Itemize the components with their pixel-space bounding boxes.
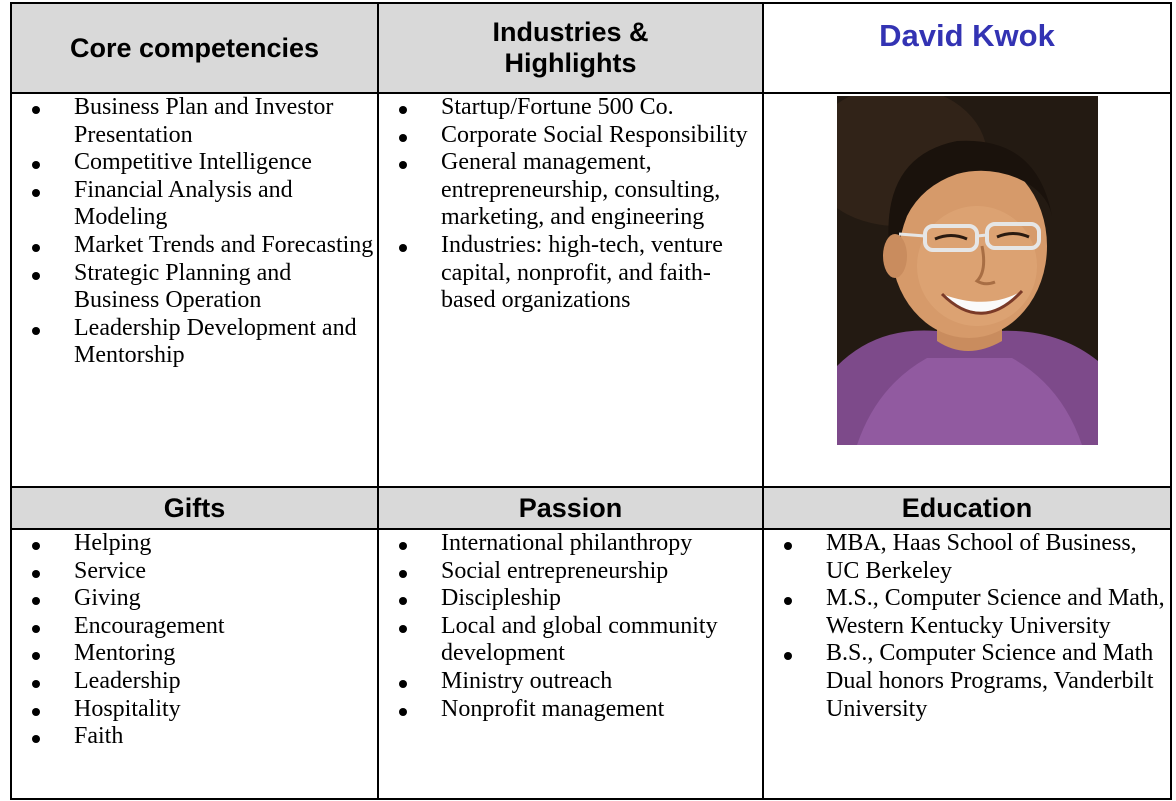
name-cell: David Kwok: [762, 2, 1172, 94]
gift-item: Leadership: [18, 668, 377, 696]
industries-highlights-cell: Startup/Fortune 500 Co.Corporate Social …: [377, 92, 764, 488]
industry-highlight-item: Industries: high-tech, venture capital, …: [385, 232, 762, 315]
gift-item: Mentoring: [18, 640, 377, 668]
passion-item: International philanthropy: [385, 530, 762, 558]
passion-item: Ministry outreach: [385, 668, 762, 696]
education-list: MBA, Haas School of Business, UC Berkele…: [764, 530, 1170, 723]
gift-item: Encouragement: [18, 613, 377, 641]
gift-item: Faith: [18, 723, 377, 751]
passion-item: Social entrepreneurship: [385, 558, 762, 586]
photo-cell: [762, 93, 1172, 488]
passion-item: Discipleship: [385, 585, 762, 613]
education-item: MBA, Haas School of Business, UC Berkele…: [770, 530, 1170, 585]
education-header: Education: [762, 486, 1172, 530]
industries-highlights-header-text: Industries & Highlights: [492, 17, 649, 78]
passion-header: Passion: [377, 486, 764, 530]
portrait-photo: [836, 96, 1098, 445]
core-competency-item: Financial Analysis and Modeling: [18, 177, 377, 232]
education-cell: MBA, Haas School of Business, UC Berkele…: [762, 528, 1172, 800]
gifts-header: Gifts: [10, 486, 379, 530]
education-item: B.S., Computer Science and Math Dual hon…: [770, 640, 1170, 723]
core-competency-item: Competitive Intelligence: [18, 149, 377, 177]
gift-item: Helping: [18, 530, 377, 558]
core-competency-item: Business Plan and Investor Presentation: [18, 94, 377, 149]
core-competencies-header: Core competencies: [10, 2, 379, 94]
industries-highlights-header: Industries & Highlights: [377, 2, 764, 94]
core-competency-item: Market Trends and Forecasting: [18, 232, 377, 260]
gift-item: Giving: [18, 585, 377, 613]
industries-highlights-list: Startup/Fortune 500 Co.Corporate Social …: [379, 94, 762, 315]
core-competency-item: Leadership Development and Mentorship: [18, 315, 377, 370]
education-item: M.S., Computer Science and Math, Western…: [770, 585, 1170, 640]
resume-table: Core competencies Industries & Highlight…: [10, 2, 1172, 800]
header-row-2: Gifts Passion Education: [10, 486, 1172, 530]
person-name: David Kwok: [879, 18, 1055, 53]
industry-highlight-item: General management, entrepreneurship, co…: [385, 149, 762, 232]
core-competency-item: Strategic Planning and Business Operatio…: [18, 260, 377, 315]
passion-item: Local and global community development: [385, 613, 762, 668]
industry-highlight-item: Startup/Fortune 500 Co.: [385, 94, 762, 122]
industry-highlight-item: Corporate Social Responsibility: [385, 122, 762, 150]
gift-item: Hospitality: [18, 696, 377, 724]
passion-item: Nonprofit management: [385, 696, 762, 724]
gift-item: Service: [18, 558, 377, 586]
header-row-1: Core competencies Industries & Highlight…: [10, 2, 1172, 94]
